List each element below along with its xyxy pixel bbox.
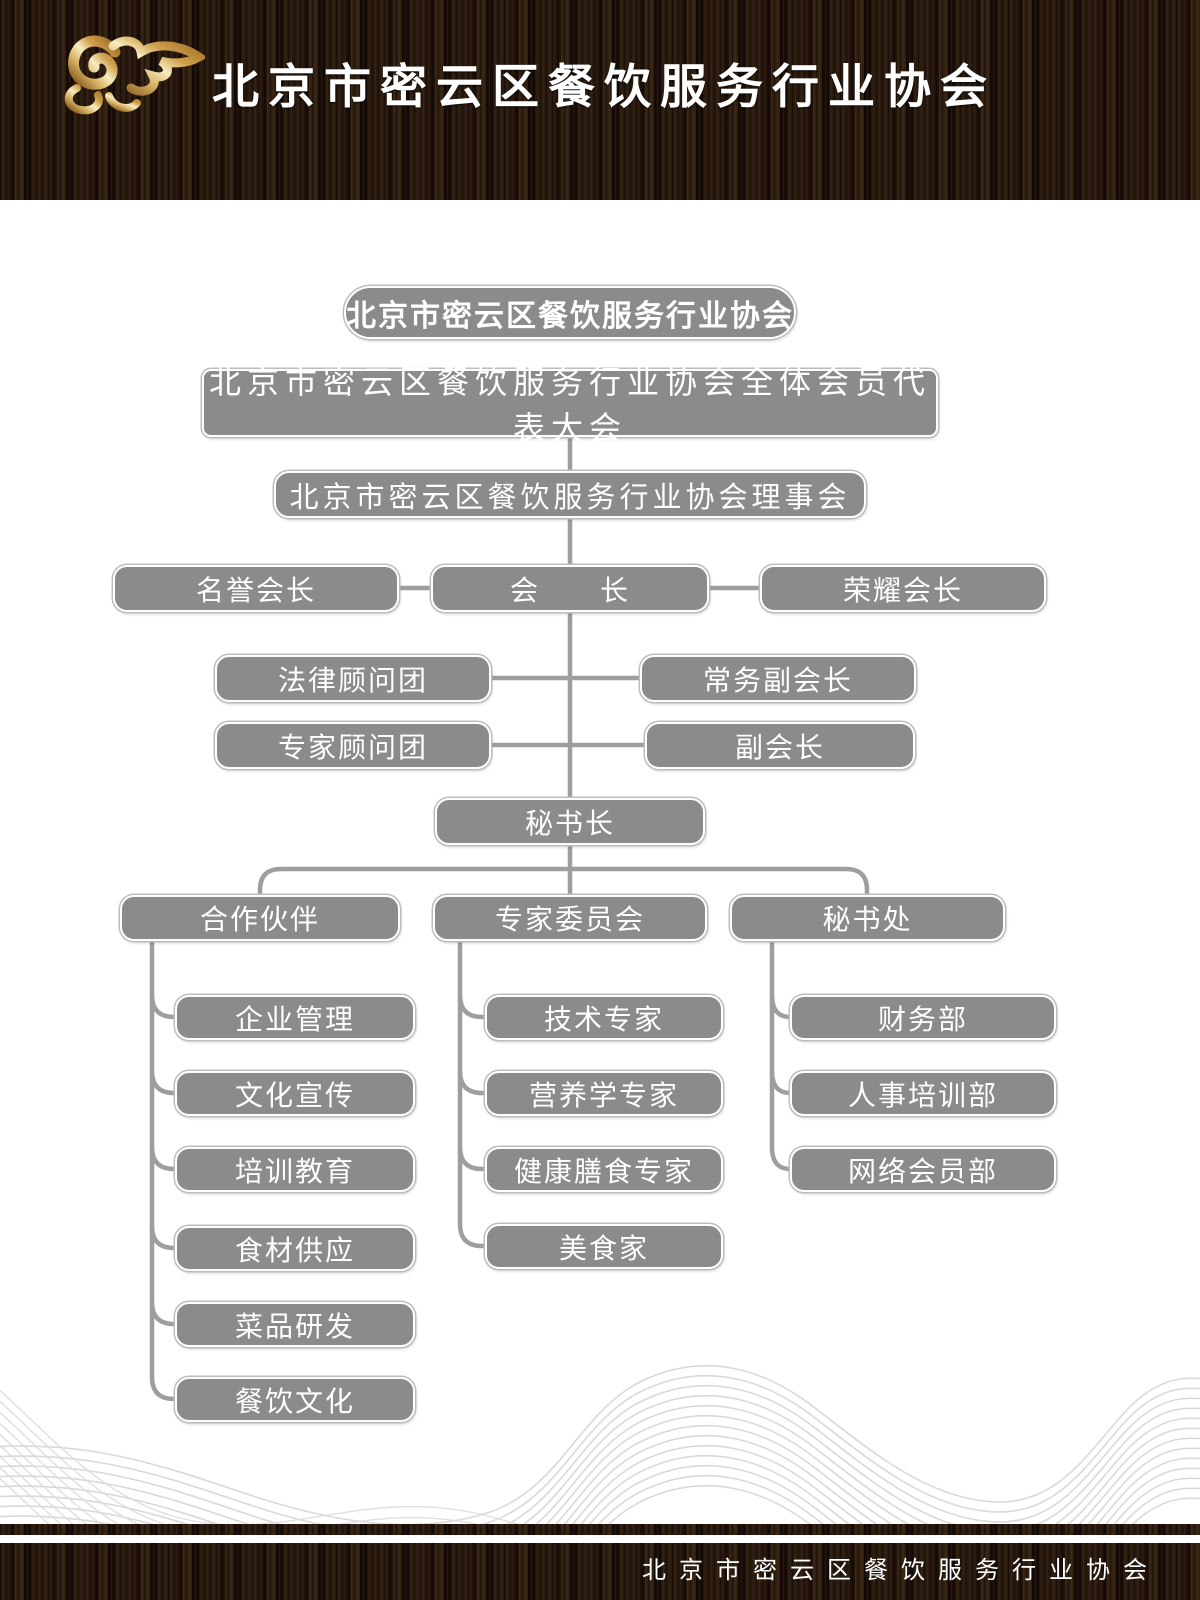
node-label: 财务部 bbox=[877, 1004, 968, 1036]
golden-cloud-logo-icon bbox=[64, 35, 205, 115]
node-label: 菜品研发 bbox=[234, 1311, 355, 1343]
node-training-education: 培训教育 bbox=[175, 1147, 415, 1192]
node-gourmets: 美食家 bbox=[485, 1224, 723, 1269]
page-footer: 北京市密云区餐饮服务行业协会 bbox=[0, 1543, 1200, 1600]
node-honorary-president: 名誉会长 bbox=[113, 565, 399, 612]
node-catering-culture: 餐饮文化 bbox=[175, 1377, 415, 1422]
node-corporate-management: 企业管理 bbox=[175, 995, 415, 1040]
node-label: 技术专家 bbox=[543, 1004, 664, 1036]
node-council: 北京市密云区餐饮服务行业协会理事会 bbox=[274, 471, 866, 518]
node-label: 健康膳食专家 bbox=[513, 1156, 694, 1188]
node-healthy-diet-experts: 健康膳食专家 bbox=[485, 1147, 723, 1192]
node-label: 法律顾问团 bbox=[277, 665, 428, 697]
footer-white-stripe bbox=[0, 1535, 1200, 1543]
node-online-membership-department: 网络会员部 bbox=[790, 1147, 1056, 1192]
node-label: 常务副会长 bbox=[702, 665, 853, 697]
node-partners: 合作伙伴 bbox=[120, 895, 400, 941]
node-legal-advisors: 法律顾问团 bbox=[215, 655, 491, 702]
node-vice-president: 副会长 bbox=[645, 722, 915, 769]
node-executive-vice-president: 常务副会长 bbox=[640, 655, 916, 702]
node-glory-president: 荣耀会长 bbox=[760, 565, 1046, 612]
node-member-congress: 北京市密云区餐饮服务行业协会全体会员代表大会 bbox=[202, 364, 938, 446]
node-culture-publicity: 文化宣传 bbox=[175, 1071, 415, 1116]
footer-association-title: 北京市密云区餐饮服务行业协会 bbox=[642, 1556, 1160, 1584]
node-president: 会 长 bbox=[431, 565, 709, 612]
node-hr-training-department: 人事培训部 bbox=[790, 1071, 1056, 1116]
node-label: 网络会员部 bbox=[847, 1156, 998, 1188]
node-label: 专家委员会 bbox=[494, 905, 645, 936]
node-secretariat: 秘书处 bbox=[730, 895, 1005, 941]
node-nutrition-experts: 营养学专家 bbox=[485, 1071, 723, 1116]
node-label: 秘书处 bbox=[822, 905, 913, 936]
node-dish-development: 菜品研发 bbox=[175, 1302, 415, 1347]
node-secretary-general: 秘书长 bbox=[435, 798, 705, 845]
node-label: 餐饮文化 bbox=[234, 1386, 355, 1418]
node-label: 美食家 bbox=[558, 1233, 649, 1265]
node-label: 企业管理 bbox=[234, 1004, 355, 1036]
node-expert-advisors: 专家顾问团 bbox=[215, 722, 491, 769]
node-label: 培训教育 bbox=[234, 1156, 355, 1188]
node-label: 北京市密云区餐饮服务行业协会全体会员代表大会 bbox=[208, 364, 931, 446]
node-label: 合作伙伴 bbox=[199, 905, 320, 936]
node-label: 荣耀会长 bbox=[842, 575, 963, 607]
node-label: 秘书长 bbox=[524, 808, 615, 840]
node-ingredient-supply: 食材供应 bbox=[175, 1226, 415, 1271]
node-label: 营养学专家 bbox=[528, 1080, 679, 1112]
node-label: 北京市密云区餐饮服务行业协会理事会 bbox=[289, 481, 851, 514]
node-finance-department: 财务部 bbox=[790, 995, 1056, 1040]
node-label: 人事培训部 bbox=[847, 1080, 998, 1112]
node-technical-experts: 技术专家 bbox=[485, 995, 723, 1040]
node-association-root: 北京市密云区餐饮服务行业协会 bbox=[344, 286, 796, 339]
node-label: 会 长 bbox=[509, 575, 630, 607]
node-label: 副会长 bbox=[734, 732, 825, 764]
node-label: 食材供应 bbox=[234, 1235, 355, 1267]
node-label: 名誉会长 bbox=[195, 575, 316, 607]
node-label: 北京市密云区餐饮服务行业协会 bbox=[346, 299, 794, 333]
page-header: 北京市密云区餐饮服务行业协会 bbox=[0, 0, 1200, 200]
header-association-title: 北京市密云区餐饮服务行业协会 bbox=[212, 61, 996, 114]
node-label: 文化宣传 bbox=[234, 1080, 355, 1112]
node-label: 专家顾问团 bbox=[277, 732, 428, 764]
footer-top-stripe bbox=[0, 1524, 1200, 1535]
node-expert-committee: 专家委员会 bbox=[433, 895, 707, 941]
